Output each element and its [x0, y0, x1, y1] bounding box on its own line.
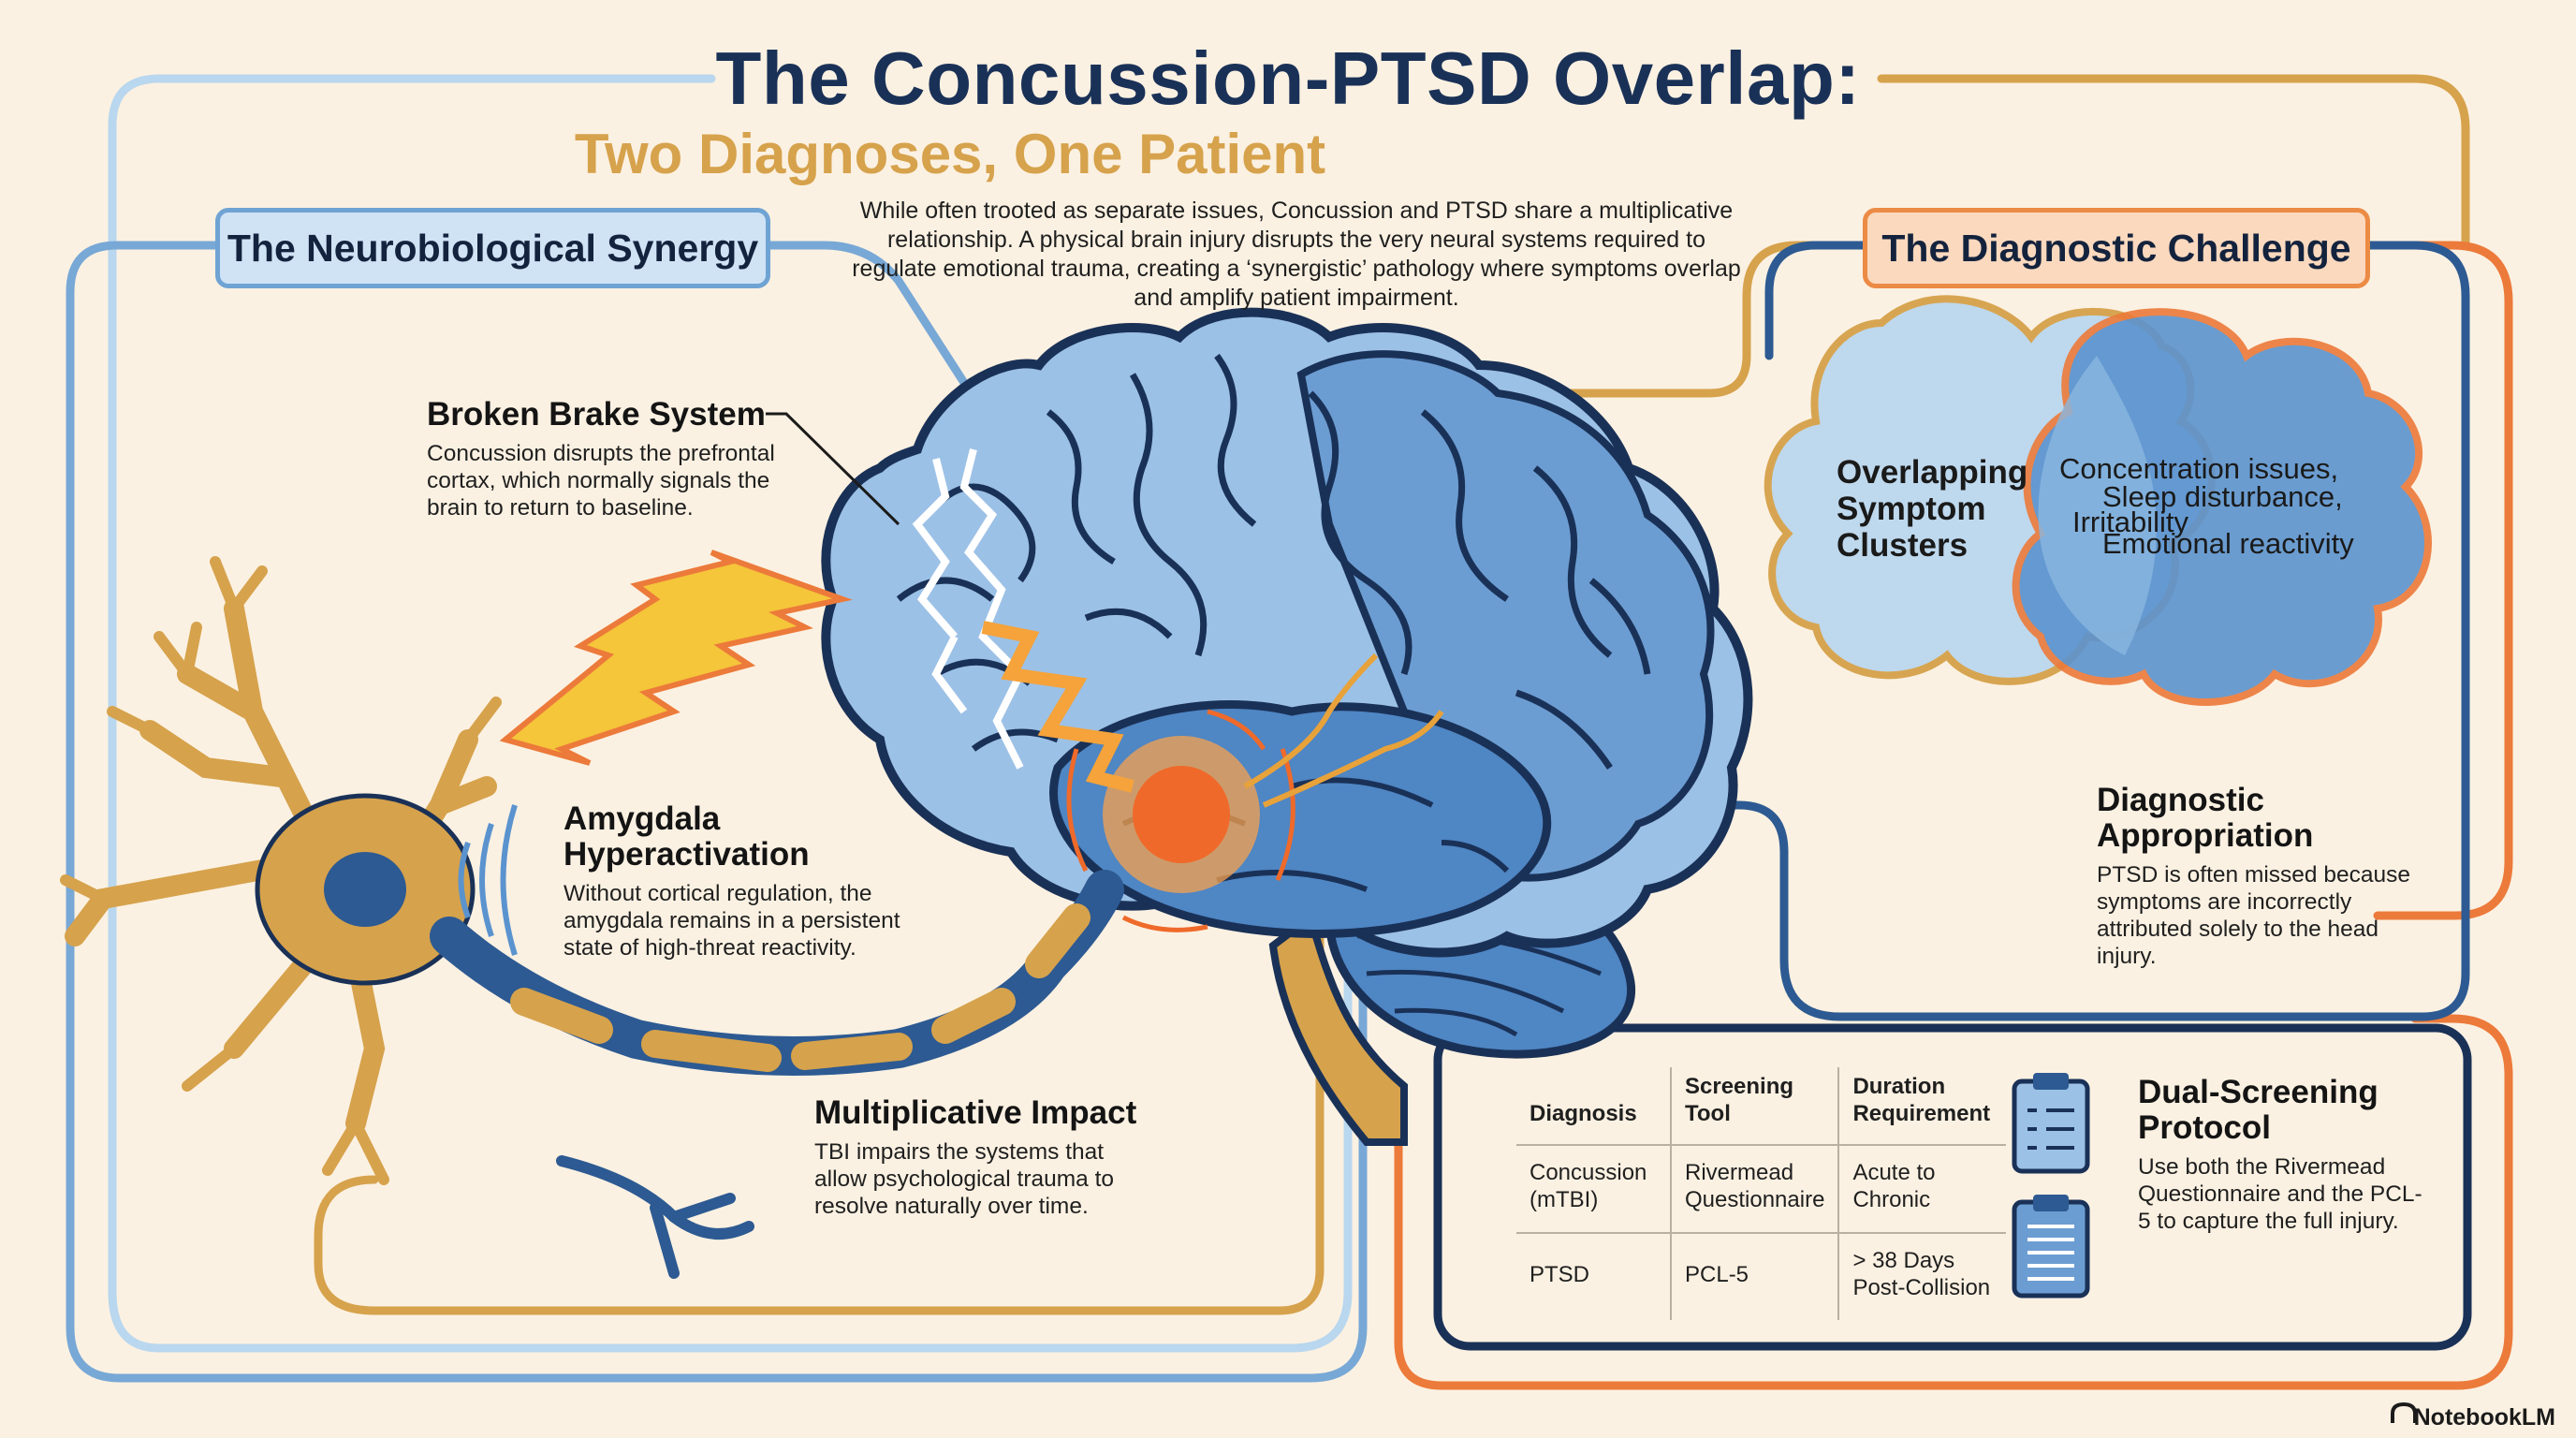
notebooklm-logo-icon — [2391, 1401, 2417, 1423]
clipboard-1-board — [2012, 1078, 2090, 1174]
page-subtitle: Two Diagnoses, One Patient — [574, 123, 1326, 185]
multiplicative-title: Multiplicative Impact — [814, 1094, 1137, 1131]
broken-brake-body: Concussion disrupts the prefrontal corta… — [427, 441, 775, 521]
page-title: The Concussion-PTSD Overlap: — [715, 37, 1861, 120]
crack-lines — [912, 448, 1025, 770]
cell-text: Chronic — [1852, 1187, 1931, 1212]
nerve-sparks — [1243, 653, 1444, 808]
neuron-fine-dendrites — [60, 556, 502, 1185]
clipboard-1-clip — [2033, 1073, 2069, 1090]
broken-brake-title: Broken Brake System — [427, 396, 766, 433]
notebooklm-logo-shape — [2391, 1401, 2417, 1423]
dual-screening-title-line1: Dual-Screening — [2138, 1074, 2378, 1110]
neurobiological-synergy-heading: The Neurobiological Synergy — [215, 208, 770, 288]
amygdala-ripples — [1066, 709, 1295, 932]
lightning-bolt-icon — [499, 550, 1134, 793]
frame-lines — [66, 74, 2513, 1390]
venn-item-irritability: Irritability — [2072, 506, 2189, 538]
venn-overlap — [2038, 356, 2157, 655]
clipboard-2-clip — [2033, 1195, 2069, 1211]
brain-illustration — [821, 307, 1753, 1146]
clipboard-lines-icon — [2012, 1195, 2090, 1299]
cell-text: Concussion — [1530, 1160, 1647, 1185]
cell-tool: PCL-5 — [1669, 1232, 1839, 1320]
frame-line-gold-top — [1474, 74, 2470, 398]
clipboard-list-icon — [2012, 1073, 2090, 1174]
header-diagnosis-label: Diagnosis — [1530, 1101, 1637, 1126]
cell-text: PCL-5 — [1685, 1261, 1749, 1287]
appropriation-title-line1: Diagnostic — [2097, 782, 2264, 818]
header-tool-line1: Screening — [1685, 1074, 1794, 1099]
notebooklm-brand: NotebookLM — [2413, 1404, 2555, 1431]
frame-line-navy-right — [1680, 241, 2470, 1021]
cell-text: (mTBI) — [1530, 1187, 1599, 1212]
brainstem — [1268, 911, 1408, 1146]
venn-item-emotional: Emotional reactivity — [2102, 527, 2354, 560]
venn-label-line1: Overlapping — [1837, 454, 2028, 491]
dual-screening-body: Use both the Rivermead Questionnaire and… — [2138, 1154, 2422, 1234]
appropriation-body: PTSD is often missed because symptoms ar… — [2097, 862, 2410, 969]
lightning-bolt-left — [499, 550, 853, 766]
header-duration-line1: Duration — [1852, 1074, 1946, 1099]
broken-brake-callout-line — [766, 412, 900, 526]
cell-text: Acute to — [1852, 1160, 1936, 1185]
header-tool-line2: Tool — [1685, 1101, 1731, 1126]
amygdala-title-line1: Amygdala — [564, 800, 721, 837]
brain-folds — [896, 353, 1651, 770]
cerebrum-back-lobe — [1296, 350, 1715, 882]
diagnostic-challenge-heading: The Diagnostic Challenge — [1863, 208, 2370, 288]
dual-screening-title-line2: Protocol — [2138, 1109, 2271, 1146]
multiplicative-body: TBI impairs the systems that allow psych… — [814, 1139, 1115, 1219]
neuron-dendrites — [65, 598, 497, 1134]
axon-terminal — [556, 1155, 754, 1279]
neuron-nucleus — [324, 852, 406, 927]
clipboard-2-lines — [2027, 1225, 2074, 1281]
header-duration-line2: Requirement — [1852, 1101, 1991, 1126]
cell-text: > 38 Days — [1852, 1248, 1955, 1273]
cell-text: PTSD — [1530, 1261, 1590, 1287]
cell-diagnosis: Concussion(mTBI) — [1516, 1144, 1671, 1233]
clipboard-2-board — [2012, 1199, 2090, 1299]
clipboard-1-lines — [2027, 1108, 2074, 1150]
neuron-illustration — [60, 556, 1124, 1279]
amygdala-body: Without cortical regulation, the amygdal… — [564, 881, 900, 961]
amygdala-title-line2: Hyperactivation — [564, 836, 810, 873]
venn-label-line3: Clusters — [1837, 527, 1969, 564]
signal-waves — [458, 804, 518, 956]
amygdala-core — [1133, 766, 1230, 863]
intro-paragraph: While often trooted as separate issues, … — [852, 198, 1741, 311]
venn-diagram — [1764, 295, 2432, 706]
lightning-bolt-right — [981, 621, 1134, 793]
frame-line-orange — [1394, 241, 2513, 1390]
venn-item-sleep: Sleep disturbance, — [2102, 480, 2343, 513]
appropriation-title-line2: Appropriation — [2097, 817, 2314, 854]
cell-text: Rivermead — [1685, 1160, 1794, 1185]
cell-text: Questionnaire — [1685, 1187, 1825, 1212]
frame-line-light-blue — [108, 74, 1353, 1353]
myelin-segments — [510, 903, 1090, 1072]
venn-item-concentration: Concentration issues, — [2059, 452, 2339, 485]
header-diagnosis: Diagnosis — [1516, 1067, 1671, 1145]
cell-text: Post-Collision — [1852, 1275, 1991, 1300]
venn-label-line2: Symptom — [1837, 491, 1986, 527]
frame-line-gold-bottom — [314, 932, 1325, 1315]
frame-line-mid-blue — [66, 241, 1368, 1383]
cell-diagnosis: PTSD — [1516, 1232, 1671, 1320]
